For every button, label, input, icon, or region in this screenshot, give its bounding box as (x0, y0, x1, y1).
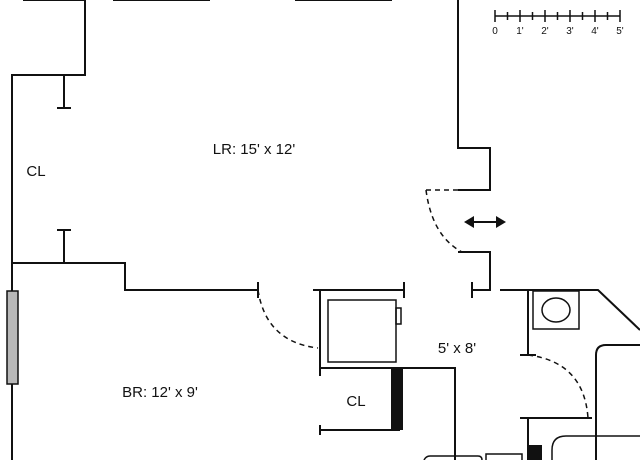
scale-tick-5: 5' (616, 26, 624, 37)
living-room-label: LR: 15' x 12' (213, 141, 296, 158)
closet-solid-wall (391, 368, 403, 430)
bathroom-walls (500, 289, 640, 460)
bedroom-label: BR: 12' x 9' (122, 384, 198, 401)
middle-closet-walls (313, 282, 456, 460)
left-closet-markers (57, 75, 71, 263)
scale-tick-3: 3' (566, 26, 574, 37)
left-window (6, 290, 19, 385)
middle-closet-label: CL (346, 393, 365, 410)
bathroom-door-swing[interactable] (527, 354, 589, 419)
scale-tick-2: 2' (541, 26, 549, 37)
bedroom-walls (12, 262, 259, 298)
scale-tick-1: 1' (516, 26, 524, 37)
bottom-fixtures (423, 453, 523, 460)
entry-arrow-icon (464, 216, 506, 228)
appliance-icon (327, 299, 402, 363)
left-closet-label: CL (26, 163, 45, 180)
bedroom-door-swing[interactable] (257, 289, 319, 349)
scale-bar: 0 1' 2' 3' 4' 5' (492, 10, 624, 37)
scale-tick-4: 4' (591, 26, 599, 37)
sink-icon (532, 290, 580, 330)
hall-label: 5' x 8' (438, 340, 476, 357)
scale-tick-0: 0 (492, 26, 498, 37)
living-room-walls (11, 0, 491, 460)
toilet-icon (528, 435, 640, 460)
entry-door-swing[interactable] (425, 189, 463, 253)
